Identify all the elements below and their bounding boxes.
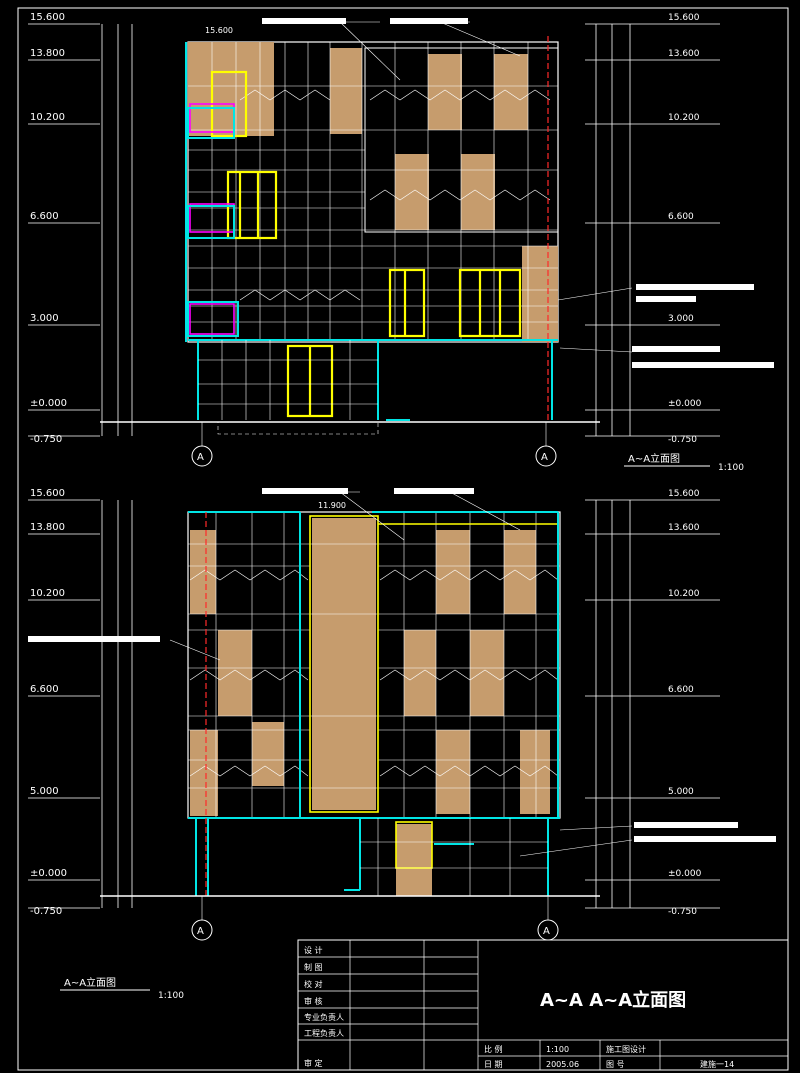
bottom-view-title-text: A~A立面图 [64,976,116,989]
b-level-10-200: 10.200 [30,588,65,599]
top-view-title-text: A~A立面图 [628,452,680,465]
top-left-levels: 15.600 13.800 10.200 6.600 3.000 ±0.000 … [28,12,133,445]
b-level-0-000-right: ±0.000 [668,869,702,879]
level-13-600-right: 13.600 [668,49,700,59]
tb-scale-label: 比 例 [484,1044,503,1054]
b-axis-label-a-2: A [543,926,550,937]
level-minus-0-750-right: -0.750 [668,435,697,445]
top-view-title: A~A立面图 1:100 [624,452,744,473]
b-level-13-600-right: 13.600 [668,523,700,533]
tb-row-review: 审 核 [304,996,323,1006]
tb-row-project-lead: 工程负责人 [304,1028,344,1038]
level-6-600-right: 6.600 [668,212,694,222]
bottom-right-levels: 15.600 13.600 10.200 6.600 5.000 ±0.000 … [585,489,720,917]
b-level-0-000: ±0.000 [30,868,67,879]
level-minus-0-750: -0.750 [30,434,62,445]
b-level-5-000-right: 5.000 [668,787,694,797]
tb-row-discipline-lead: 专业负责人 [304,1012,344,1022]
b-level-15-600: 15.600 [30,488,65,499]
tb-row-check: 校 对 [304,979,323,989]
tb-sheet-number: 建施一14 [700,1059,734,1069]
b-level-minus-0-750-right: -0.750 [668,907,697,917]
b-axis-label-a-1: A [197,926,204,937]
tb-phase: 施工图设计 [606,1044,646,1054]
bottom-axis-bubbles: A A [191,896,559,941]
b-level-6-600: 6.600 [30,684,59,695]
bottom-view-title: A~A立面图 1:100 [60,976,184,1001]
tb-main-title: A~A A~A立面图 [540,989,686,1011]
level-10-200-right: 10.200 [668,113,700,123]
level-13-800: 13.800 [30,48,65,59]
tb-row-design: 设 计 [304,945,323,955]
level-6-600: 6.600 [30,211,59,222]
level-15-600-right: 15.600 [668,13,700,23]
level-3-000-right: 3.000 [668,314,694,324]
b-level-minus-0-750: -0.750 [30,906,62,917]
tb-row-approve: 审 定 [304,1058,323,1068]
b-level-6-600-right: 6.600 [668,685,694,695]
top-note-blocks [262,18,774,368]
bottom-elevation: 15.600 13.800 10.200 6.600 5.000 ±0.000 … [28,488,776,1001]
b-level-5-000: 5.000 [30,786,59,797]
tb-date-label: 日 期 [484,1060,503,1069]
tb-drawing-no-label: 图 号 [606,1060,625,1069]
axis-label-a-1: A [197,452,204,463]
b-level-15-600-right: 15.600 [668,489,700,499]
bottom-note-blocks [28,488,776,842]
top-axis-bubbles: A A [191,422,557,467]
bottom-left-levels: 15.600 13.800 10.200 6.600 5.000 ±0.000 … [28,488,133,917]
top-view-scale: 1:100 [718,463,744,473]
top-elevation: 15.600 13.800 10.200 6.600 3.000 ±0.000 … [28,12,774,473]
top-building [100,36,600,435]
axis-label-a-2: A [541,452,548,463]
tb-scale-value: 1:100 [546,1045,569,1054]
level-10-200: 10.200 [30,112,65,123]
top-right-levels: 15.600 13.600 10.200 6.600 3.000 ±0.000 … [585,13,720,445]
level-3-000: 3.000 [30,313,59,324]
level-0-000: ±0.000 [30,398,67,409]
b-level-10-200-right: 10.200 [668,589,700,599]
top-height-mark: 15.600 [205,26,233,35]
bottom-building [100,511,600,897]
level-15-600: 15.600 [30,12,65,23]
b-level-13-800: 13.800 [30,522,65,533]
bottom-view-scale: 1:100 [158,991,184,1001]
tb-row-draw: 制 图 [304,962,323,972]
title-block: 设 计 制 图 校 对 审 核 专业负责人 工程负责人 审 定 A~A A~A立… [297,939,789,1071]
tb-date-value: 2005.06 [546,1060,579,1069]
bottom-height-mark: 11.900 [318,501,346,510]
level-0-000-right: ±0.000 [668,399,702,409]
